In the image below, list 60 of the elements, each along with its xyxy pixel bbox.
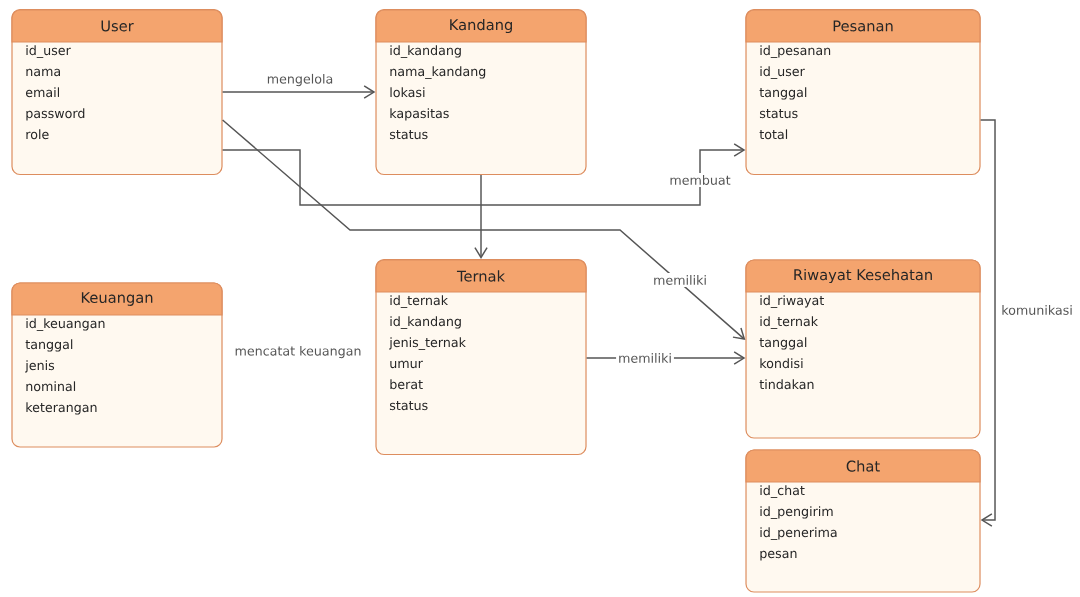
field-name: id_keuangan	[26, 318, 105, 331]
field-name: kondisi	[760, 358, 803, 369]
table-header: Keuangan	[11, 282, 223, 316]
field-name: tindakan	[759, 379, 814, 390]
table-header: Kandang	[375, 9, 587, 43]
arrow	[221, 143, 746, 206]
edge-label: mengelola	[267, 73, 333, 87]
field-name: id_ternak	[390, 295, 448, 308]
arrow	[979, 119, 996, 527]
entity-table	[11, 8, 223, 176]
field-name: email	[25, 87, 60, 98]
field-name: id_user	[760, 66, 805, 79]
field-name: jenis_ternak	[389, 337, 466, 350]
field-name: pesan	[760, 550, 797, 561]
field-name: id_ternak	[760, 316, 818, 329]
field-name: id_user	[26, 45, 71, 58]
relation-label: mencatat keuangan	[235, 345, 361, 359]
arrow	[474, 174, 488, 259]
field-name: total	[759, 129, 788, 140]
field-name: id_pengirim	[760, 506, 833, 519]
field-name: tanggal	[759, 87, 807, 100]
field-name: status	[389, 401, 428, 411]
field-name: id_chat	[760, 485, 805, 498]
field-name: id_riwayat	[760, 295, 824, 308]
field-name: nama_kandang	[390, 66, 486, 79]
entity-table	[375, 258, 587, 456]
field-name: jenis	[25, 360, 55, 373]
field-name: keterangan	[26, 402, 97, 415]
entity-table	[745, 8, 981, 176]
table-header: Pesanan	[745, 9, 981, 43]
table-header: Ternak	[375, 259, 587, 293]
table-header: Riwayat Kesehatan	[745, 259, 981, 293]
field-name: id_kandang	[390, 316, 461, 329]
arrow	[221, 119, 746, 340]
field-name: status	[389, 130, 428, 140]
table-header: User	[11, 9, 223, 43]
field-name: id_pesanan	[760, 45, 831, 58]
field-name: role	[26, 129, 49, 140]
edge-label: komunikasi	[1002, 305, 1072, 315]
table-header: Chat	[745, 449, 981, 483]
field-name: id_kandang	[390, 45, 461, 58]
entity-table	[745, 449, 981, 593]
field-name: password	[26, 108, 85, 121]
field-name: status	[759, 109, 798, 119]
entity-table	[375, 8, 587, 176]
edge-label: memiliki	[651, 273, 709, 287]
field-name: umur	[390, 360, 423, 369]
entity-table	[745, 259, 981, 439]
field-name: nama	[26, 68, 60, 77]
field-name: tanggal	[759, 337, 807, 350]
arrow	[221, 85, 376, 99]
field-name: lokasi	[390, 87, 425, 98]
field-name: nominal	[26, 381, 76, 392]
field-name: tanggal	[25, 339, 73, 352]
field-name: kapasitas	[390, 108, 449, 121]
edge-label: memiliki	[616, 351, 674, 365]
edge-label: membuat	[667, 173, 733, 187]
field-name: id_penerima	[760, 527, 837, 540]
entity-table	[11, 282, 223, 448]
field-name: berat	[390, 379, 423, 390]
